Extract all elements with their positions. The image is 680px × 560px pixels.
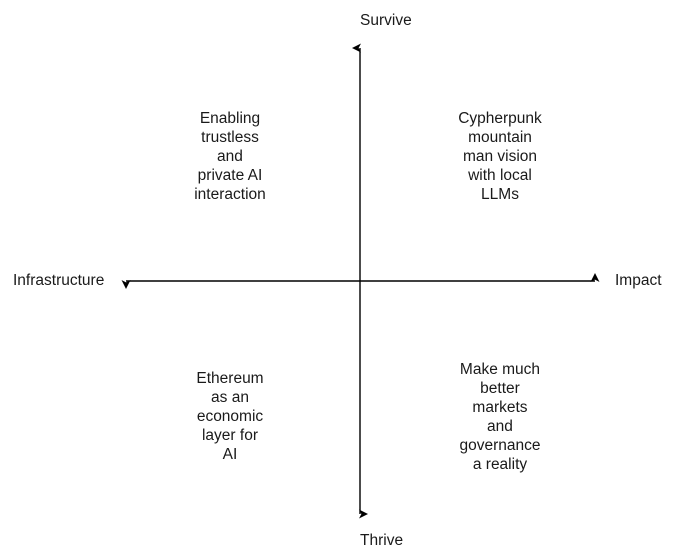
quadrant-label-bottom-left: Ethereum as an economic layer for AI [196, 370, 264, 463]
quadrant-label-top-left: Enabling trustless and private AI intera… [194, 110, 266, 203]
axis-label-infrastructure: Infrastructure [13, 272, 105, 289]
quadrant-label-top-right: Cypherpunk mountain man vision with loca… [458, 110, 542, 203]
quadrant-label-bottom-right: Make much better markets and governance … [459, 361, 541, 473]
axis-label-impact: Impact [615, 272, 662, 289]
